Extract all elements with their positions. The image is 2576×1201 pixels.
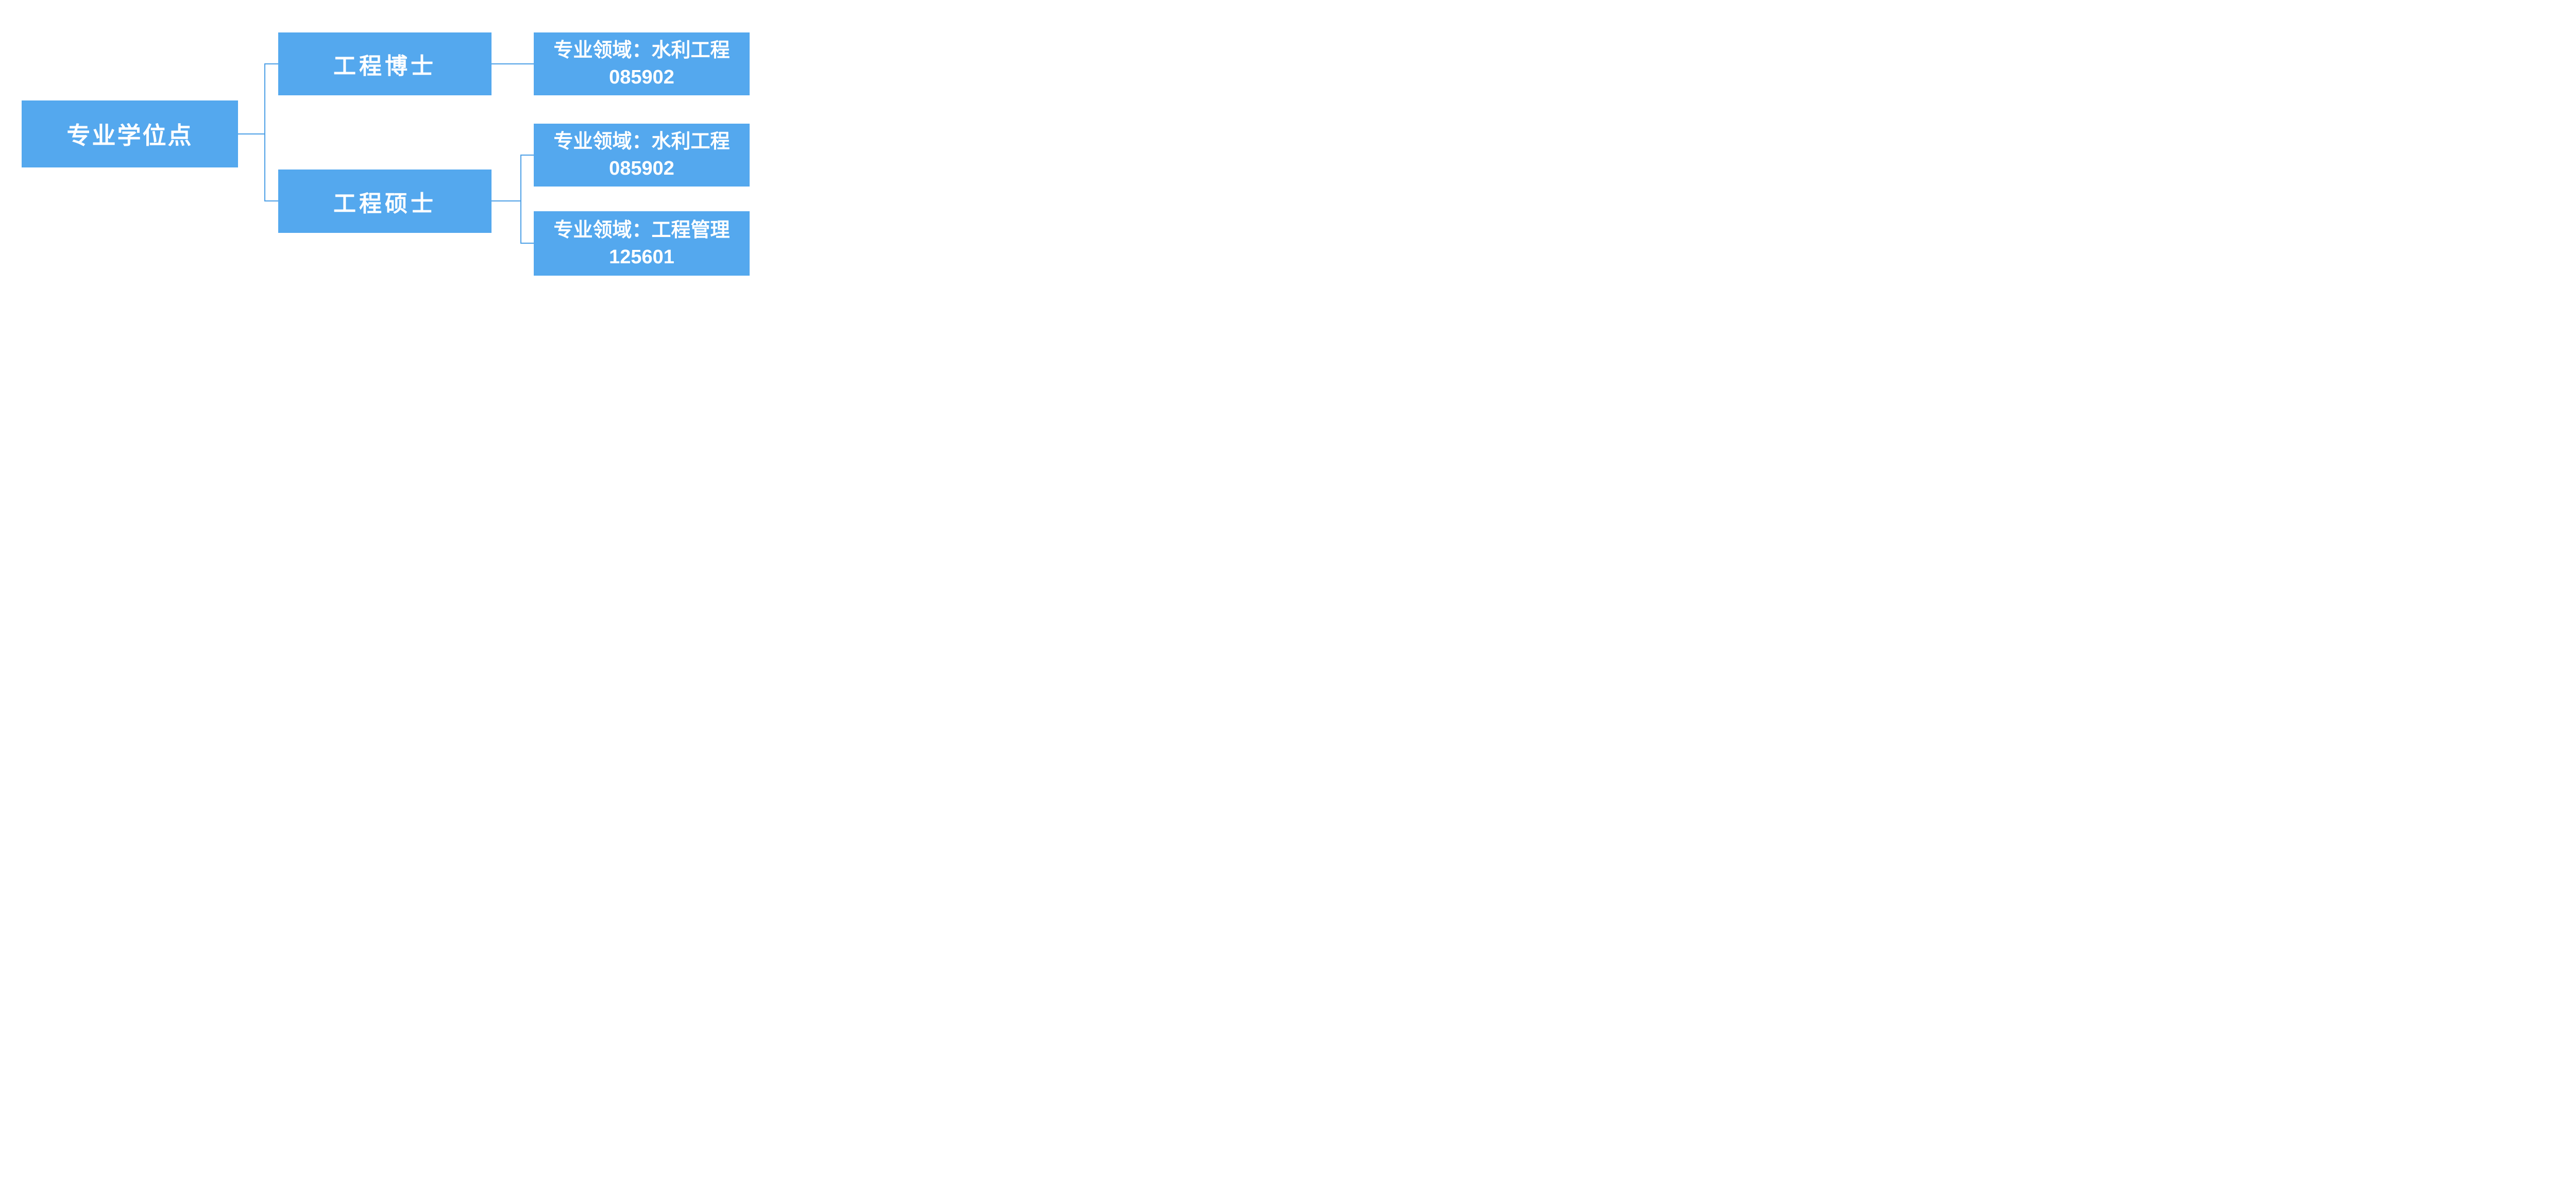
- node-label: 工程博士: [333, 54, 436, 79]
- field-label: 专业领域：水利工程: [553, 131, 730, 153]
- connector-doctor-to-leaf1: [492, 63, 534, 64]
- node-engineering-master: 工程硕士: [278, 170, 492, 233]
- field-label: 专业领域：工程管理: [553, 219, 730, 241]
- org-chart: 专业学位点 工程博士 工程硕士 专业领域：水利工程 085902 专业领域：水利…: [0, 0, 761, 300]
- field-label: 专业领域：水利工程: [553, 40, 730, 61]
- node-field-water-conservancy-doctorate: 专业领域：水利工程 085902: [534, 32, 750, 95]
- field-code: 125601: [609, 246, 674, 268]
- connector-split-to-leaf2: [520, 155, 534, 156]
- connector-split-to-leaf3: [520, 243, 534, 244]
- node-label: 专业学位点: [66, 122, 193, 149]
- connector-split-vertical: [520, 155, 521, 244]
- node-field-water-conservancy-master: 专业领域：水利工程 085902: [534, 124, 750, 187]
- connector-trunk-vertical: [264, 63, 265, 201]
- node-engineering-doctorate: 工程博士: [278, 32, 492, 95]
- node-field-engineering-management: 专业领域：工程管理 125601: [534, 211, 750, 276]
- connector-root-to-trunk: [238, 133, 265, 134]
- connector-master-to-split: [492, 200, 521, 201]
- field-code: 085902: [609, 66, 674, 88]
- node-label: 工程硕士: [333, 191, 436, 216]
- node-professional-degree-point: 专业学位点: [22, 100, 238, 167]
- connector-trunk-to-doctor: [264, 63, 279, 64]
- connector-trunk-to-master: [264, 200, 279, 201]
- field-code: 085902: [609, 158, 674, 179]
